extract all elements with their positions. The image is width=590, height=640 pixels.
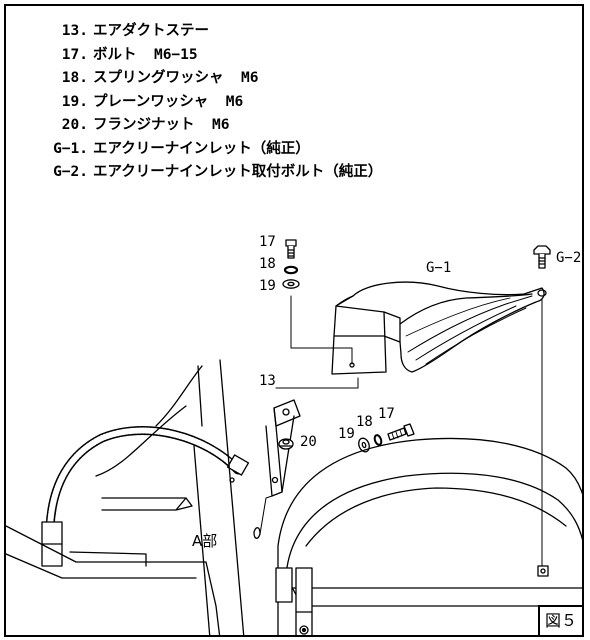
callout-20: 20 (300, 434, 317, 450)
bolt-17-top (285, 239, 297, 259)
parts-list: 13. エアダクトステー 17. ボルト M6−15 18. スプリングワッシャ M6… (6, 20, 382, 185)
callout-18-top: 18 (259, 256, 276, 272)
part-label: スプリングワッシャ M6 (93, 70, 259, 86)
part-label: フランジナット M6 (93, 117, 230, 133)
callout-18-side: 18 (356, 414, 373, 430)
left-housing (6, 359, 261, 635)
parts-list-item: G−1. エアクリーナインレット（純正） (6, 138, 382, 162)
bolt-17-side (387, 423, 415, 441)
plain-washer-19-top (282, 279, 300, 289)
callout-19-top: 19 (259, 278, 276, 294)
mount-hole-g2 (537, 565, 549, 577)
callout-19-side: 19 (338, 426, 355, 442)
assembly-drawing: 17 18 19 G−1 G−2 13 20 19 18 17 A部 (6, 234, 582, 635)
part-number: 18. (61, 70, 88, 86)
part-label: ボルト M6−15 (93, 46, 198, 63)
flange-nut-20 (278, 438, 294, 450)
air-cleaner-inlet-g1 (331, 281, 547, 375)
part-label: プレーンワッシャ M6 (93, 93, 244, 110)
callout-g2: G−2 (556, 250, 581, 266)
part-label: エアダクトステー (93, 23, 209, 39)
parts-list-item: 18. スプリングワッシャ M6 (6, 67, 382, 91)
parts-list-item: G−2. エアクリーナインレット取付ボルト（純正） (6, 161, 382, 185)
callout-g1: G−1 (426, 260, 451, 276)
engine-cover (275, 437, 582, 635)
callout-17-side: 17 (378, 406, 395, 422)
part-number: G−1. (53, 140, 88, 157)
spring-washer-18-top (283, 265, 299, 275)
leader-line-top (290, 295, 353, 357)
part-number: 13. (61, 23, 88, 39)
part-number: G−2. (53, 164, 88, 180)
callout-13: 13 (259, 373, 276, 389)
callout-a-part: A部 (192, 532, 217, 550)
spring-washer-18-side (373, 434, 383, 446)
bolt-g2 (533, 245, 551, 269)
parts-list-item: 13. エアダクトステー (6, 20, 382, 44)
part-number: 17. (61, 46, 88, 63)
figure-number: 図５ (538, 605, 582, 635)
plain-washer-19-side (358, 437, 370, 453)
part-label: エアクリーナインレット（純正） (93, 140, 310, 157)
flexible-hose (41, 426, 250, 567)
part-number: 19. (61, 93, 88, 110)
parts-list-item: 20. フランジナット M6 (6, 114, 382, 138)
parts-list-item: 17. ボルト M6−15 (6, 44, 382, 68)
part-number: 20. (61, 117, 88, 133)
parts-list-item: 19. プレーンワッシャ M6 (6, 91, 382, 115)
figure-frame: 13. エアダクトステー 17. ボルト M6−15 18. スプリングワッシャ M6… (4, 4, 584, 637)
air-duct-stay-13 (259, 377, 359, 535)
callout-17-top: 17 (259, 234, 276, 250)
part-label: エアクリーナインレット取付ボルト（純正） (93, 164, 383, 180)
